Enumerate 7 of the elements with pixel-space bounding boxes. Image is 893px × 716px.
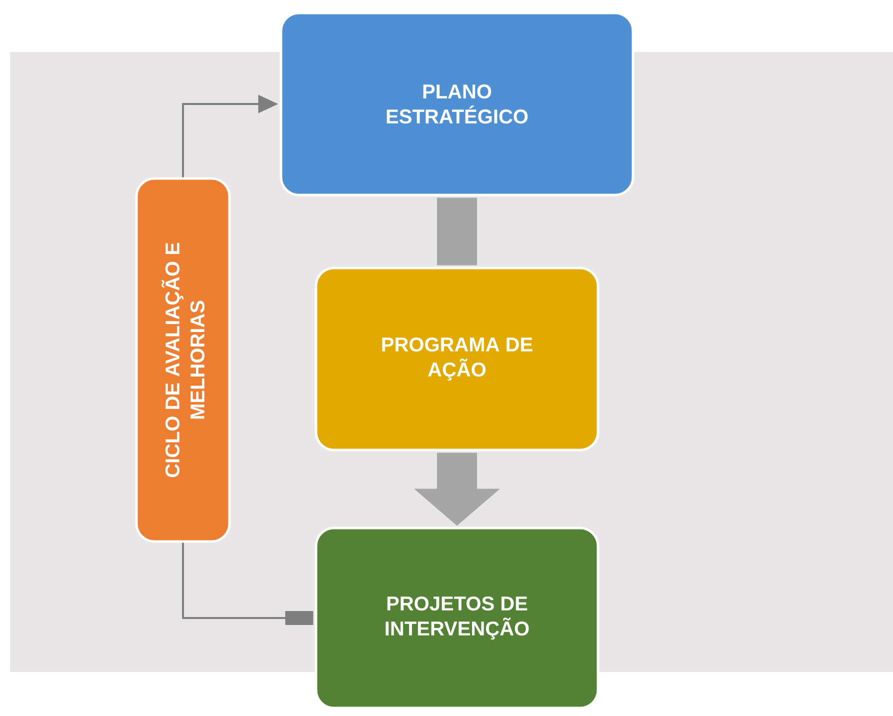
- process-box: PROGRAMA DE AÇÃO: [314, 266, 600, 452]
- side-box: CICLO DE AVALIAÇÃO E MELHORIAS: [135, 177, 231, 543]
- connector-bar: [437, 198, 477, 266]
- process-box: PROJETOS DE INTERVENÇÃO: [314, 526, 600, 710]
- block-arrow: [414, 452, 500, 526]
- process-box: PLANO ESTRATÉGICO: [280, 12, 634, 196]
- elbow-connector: [182, 542, 314, 625]
